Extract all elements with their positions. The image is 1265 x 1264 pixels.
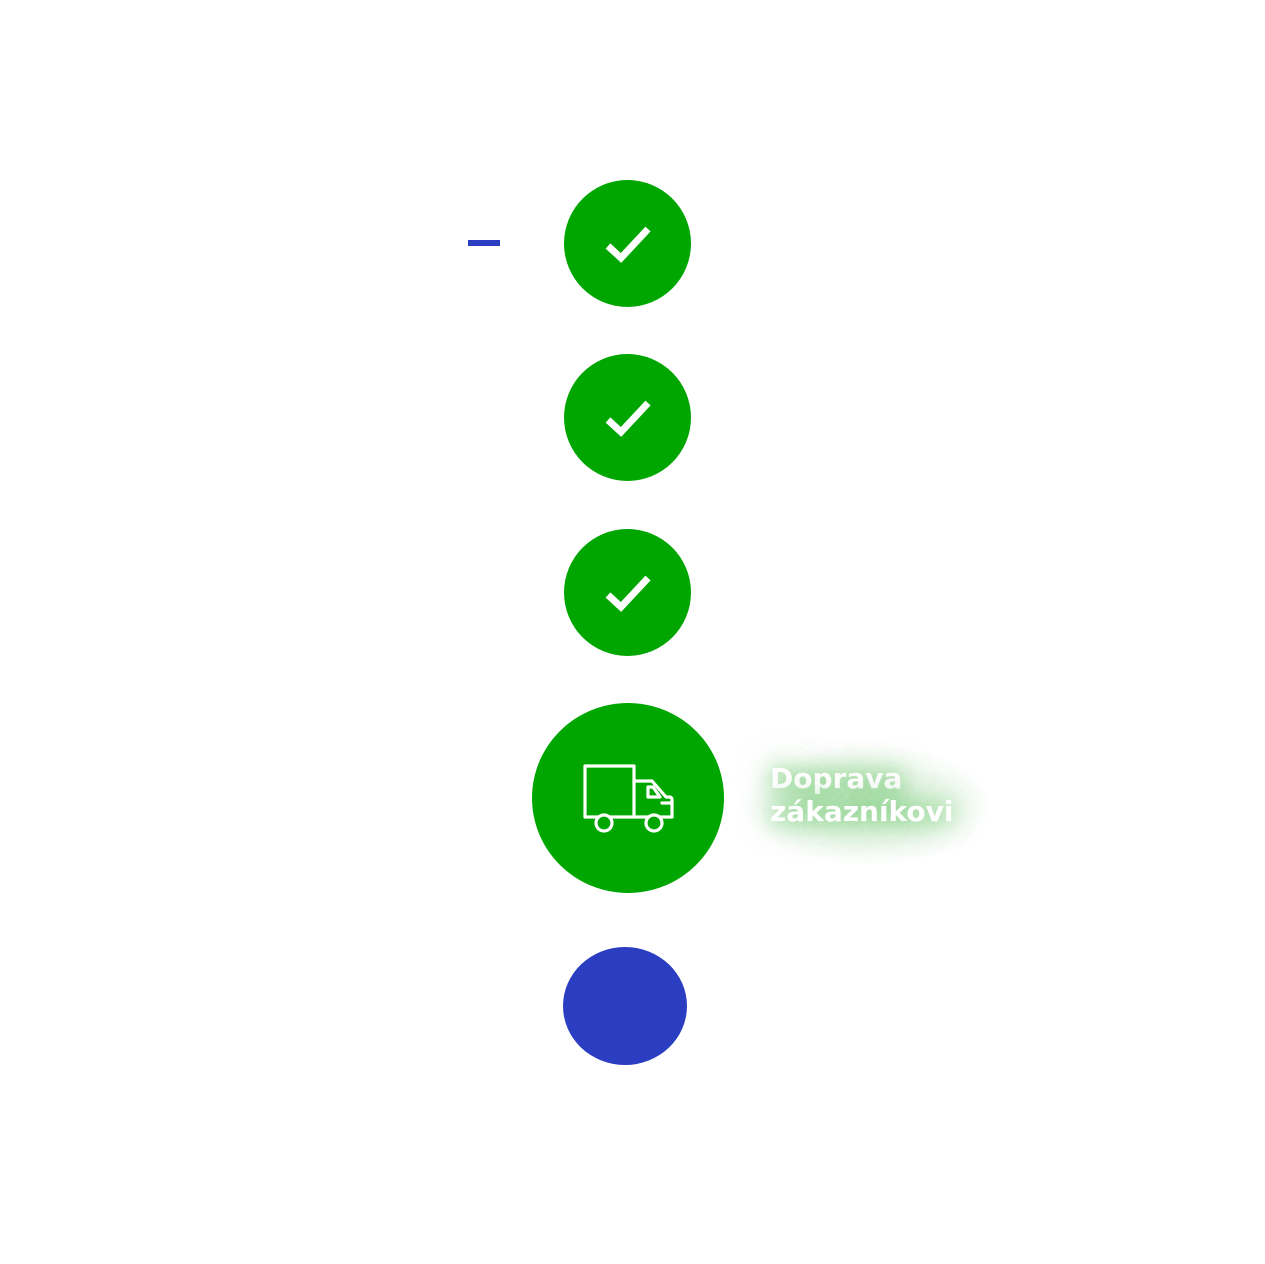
truck-icon [580, 763, 676, 833]
step-label-glow [745, 745, 990, 865]
step-3-completed [564, 529, 691, 656]
check-icon [604, 224, 652, 264]
step-4-active [532, 703, 724, 893]
step-label-line-2: zákazníkovi [770, 795, 954, 828]
step-label-line-1: Doprava [770, 762, 903, 795]
check-icon [604, 573, 652, 613]
step-4-label: Doprava zákazníkovi [770, 762, 1000, 828]
step-2-completed [564, 354, 691, 481]
check-icon [604, 398, 652, 438]
step-5-pending [563, 947, 687, 1065]
step-1-completed [564, 180, 691, 307]
progress-marker [468, 240, 500, 246]
